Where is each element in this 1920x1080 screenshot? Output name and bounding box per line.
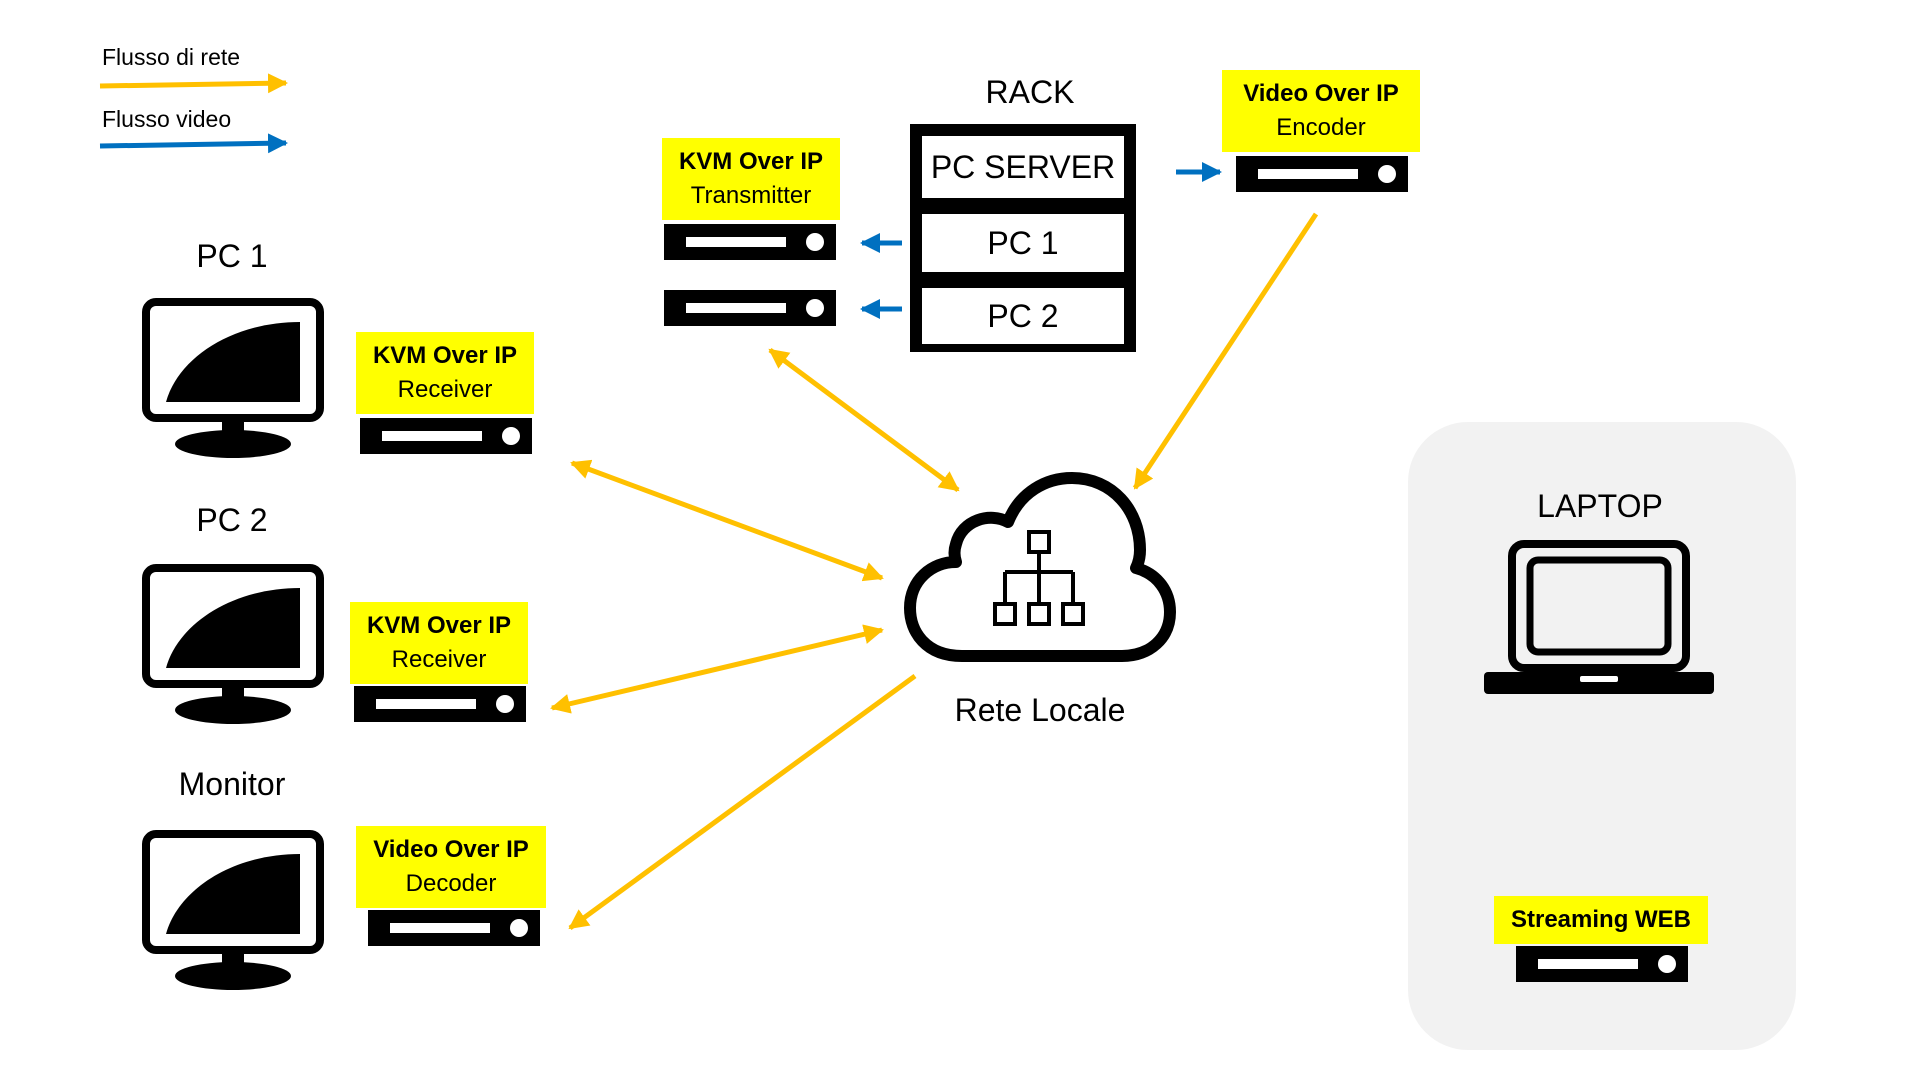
pc2-device-label-bold: KVM Over IP <box>366 612 512 639</box>
monitor-icon <box>142 564 324 724</box>
link-encoder-network <box>1132 212 1319 490</box>
pc2-device-label: KVM Over IP Receiver <box>350 602 528 684</box>
streaming-label: Streaming WEB <box>1494 896 1708 944</box>
link-pc1-network <box>570 459 884 582</box>
rack: PC SERVER PC 1 PC 2 <box>910 124 1136 352</box>
encoder-label-sub: Encoder <box>1276 114 1366 141</box>
monitor-device-label: Video Over IP Decoder <box>356 826 546 908</box>
laptop-icon <box>1484 540 1714 694</box>
monitor-title: Monitor <box>178 766 286 802</box>
legend-video-label: Flusso video <box>102 106 232 132</box>
network-device-icon <box>354 686 526 722</box>
pc1-device-label: KVM Over IP Receiver <box>356 332 534 414</box>
transmitter-label-sub: Transmitter <box>690 182 812 209</box>
streaming-label-bold: Streaming WEB <box>1510 906 1692 933</box>
monitor-device-label-sub: Decoder <box>405 870 497 897</box>
link-transmitter-network <box>768 347 960 493</box>
network-device-icon <box>368 910 540 946</box>
encoder-label-bold: Video Over IP <box>1243 80 1399 107</box>
legend-network-line <box>99 73 288 94</box>
transmitter-label: KVM Over IP Transmitter <box>662 138 840 220</box>
laptop-title: LAPTOP <box>1537 488 1663 524</box>
link-pc2-network <box>550 624 884 714</box>
encoder-label: Video Over IP Encoder <box>1222 70 1420 152</box>
monitor-icon <box>142 298 324 458</box>
rack-row-pc1: PC 1 <box>922 214 1124 272</box>
rack-title: RACK <box>985 74 1075 110</box>
link-network-monitor <box>568 673 917 931</box>
monitor-device-label-bold: Video Over IP <box>373 836 529 863</box>
network-device-icon <box>1516 946 1688 982</box>
network-label: Rete Locale <box>954 692 1126 728</box>
rack-row-pc-server: PC SERVER <box>922 136 1124 198</box>
laptop-panel <box>1408 422 1796 1050</box>
monitor-icon <box>142 830 324 990</box>
network-device-icon <box>664 224 836 260</box>
network-device-icon <box>360 418 532 454</box>
pc2-title: PC 2 <box>196 502 268 538</box>
cloud-network-icon <box>904 472 1176 662</box>
rack-row-pc2: PC 2 <box>922 288 1124 344</box>
pc1-device-label-bold: KVM Over IP <box>372 342 518 369</box>
network-device-icon <box>664 290 836 326</box>
legend-video-line <box>99 133 288 154</box>
network-device-icon <box>1236 156 1408 192</box>
pc1-title: PC 1 <box>196 238 268 274</box>
pc2-device-label-sub: Receiver <box>391 646 487 673</box>
pc1-device-label-sub: Receiver <box>397 376 493 403</box>
legend-network-label: Flusso di rete <box>102 44 241 70</box>
transmitter-label-bold: KVM Over IP <box>678 148 824 175</box>
